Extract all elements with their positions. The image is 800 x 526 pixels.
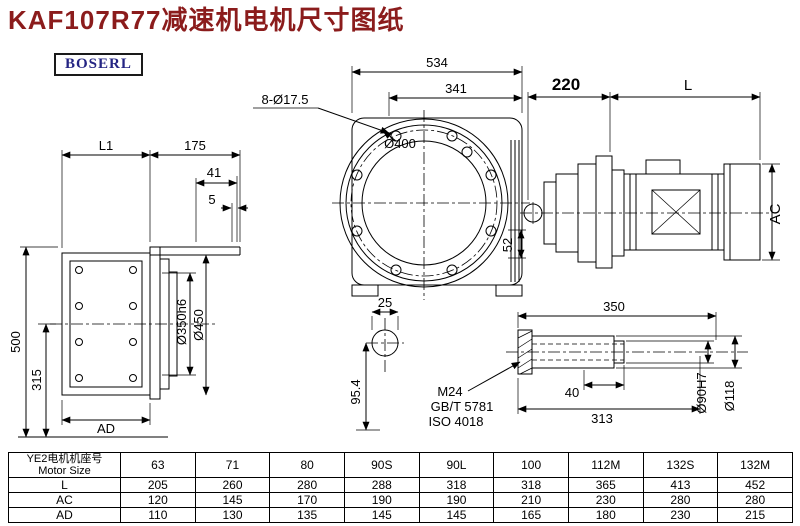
cell: 130 xyxy=(194,507,271,524)
dim-AC-label: AC xyxy=(767,203,784,224)
dim-L-label: L xyxy=(684,77,692,94)
dim-d90H7-label: Ø90H7 xyxy=(694,372,709,413)
dim-175-label: 175 xyxy=(184,138,206,153)
dim-313-label: 313 xyxy=(591,411,613,426)
motor-side-view: 220 L AC xyxy=(520,75,784,269)
dim-AD-label: AD xyxy=(97,421,115,436)
table-row-AD: AD 110 130 135 145 145 165 180 230 215 xyxy=(8,507,793,524)
col-header: 112M xyxy=(567,451,644,479)
output-flange xyxy=(149,246,161,400)
cell: 120 xyxy=(120,492,196,509)
dim-25-label: 25 xyxy=(378,295,392,310)
cell: 230 xyxy=(567,492,644,509)
cell: 318 xyxy=(493,477,569,494)
cell: 365 xyxy=(567,477,644,494)
cell: 165 xyxy=(493,507,569,524)
cell: 180 xyxy=(567,507,644,524)
housing-outline xyxy=(351,117,523,286)
dim-d400-label: Ø400 xyxy=(384,136,416,151)
col-header: 132M xyxy=(717,451,793,479)
dim-534-label: 534 xyxy=(426,55,448,70)
motor-size-label-en: Motor Size xyxy=(38,465,91,478)
fan-cover xyxy=(723,163,761,261)
front-view: 534 341 8-Ø17.5 Ø400 52 25 95.4 M24 GB/T… xyxy=(253,55,530,431)
cell: 145 xyxy=(418,507,495,524)
cell: 110 xyxy=(120,507,196,524)
technical-drawing: L1 175 41 5 500 315 AD Ø350h6 Ø450 xyxy=(8,55,784,438)
row-label: AD xyxy=(8,507,121,524)
col-header: 100 xyxy=(493,451,569,479)
cell: 205 xyxy=(120,477,196,494)
label-M24: M24 xyxy=(437,384,462,399)
cell: 215 xyxy=(717,507,793,524)
dim-d118-label: Ø118 xyxy=(722,381,737,412)
dim-d450-label: Ø450 xyxy=(191,309,206,341)
dim-95-4-label: 95.4 xyxy=(348,379,363,404)
table-row-L: L 205 260 280 288 318 318 365 413 452 xyxy=(8,477,793,494)
label-gbt-5781: GB/T 5781 xyxy=(431,399,494,414)
dim-500-label: 500 xyxy=(8,331,23,353)
dim-bolt-holes-label: 8-Ø17.5 xyxy=(262,92,309,107)
motor-size-label-cn: YE2电机机座号 xyxy=(26,453,103,465)
table-header-row: YE2电机机座号 Motor Size 63 71 80 90S 90L 100… xyxy=(8,451,793,479)
cell: 413 xyxy=(642,477,719,494)
motor-body xyxy=(623,173,725,251)
cell: 230 xyxy=(642,507,719,524)
dim-5-label: 5 xyxy=(208,192,215,207)
dim-52-label: 52 xyxy=(500,238,515,252)
hollow-shaft-detail: 350 40 313 Ø90H7 Ø118 xyxy=(506,299,748,426)
dim-350-label: 350 xyxy=(603,299,625,314)
dim-41-label: 41 xyxy=(207,165,221,180)
cell: 280 xyxy=(269,477,345,494)
cell: 210 xyxy=(493,492,569,509)
brand-logo: BOSERL xyxy=(54,53,143,76)
col-header: 90S xyxy=(343,451,420,479)
motor-flange xyxy=(595,155,613,269)
dim-L1-label: L1 xyxy=(99,138,113,153)
cell: 145 xyxy=(194,492,271,509)
cell: 288 xyxy=(343,477,420,494)
col-header: 63 xyxy=(120,451,196,479)
table-header-motor-size: YE2电机机座号 Motor Size xyxy=(8,451,121,479)
left-side-view: L1 175 41 5 500 315 AD Ø350h6 Ø450 xyxy=(8,138,248,438)
cell: 135 xyxy=(269,507,345,524)
cell: 280 xyxy=(717,492,793,509)
row-label: AC xyxy=(8,492,121,509)
cell: 260 xyxy=(194,477,271,494)
cell: 190 xyxy=(343,492,420,509)
table-row-AC: AC 120 145 170 190 190 210 230 280 280 xyxy=(8,492,793,509)
dim-d350h6-label: Ø350h6 xyxy=(174,299,189,345)
label-iso-4018: ISO 4018 xyxy=(429,414,484,429)
col-header: 80 xyxy=(269,451,345,479)
page-title: KAF107R77减速机电机尺寸图纸 xyxy=(8,5,405,35)
dim-220-label: 220 xyxy=(552,75,580,94)
col-header: 90L xyxy=(418,451,495,479)
dim-315-label: 315 xyxy=(29,369,44,391)
cell: 452 xyxy=(717,477,793,494)
cell: 170 xyxy=(269,492,345,509)
cell: 318 xyxy=(418,477,495,494)
col-header: 71 xyxy=(194,451,271,479)
cell: 145 xyxy=(343,507,420,524)
dim-341-label: 341 xyxy=(445,81,467,96)
row-label: L xyxy=(8,477,121,494)
col-header: 132S xyxy=(642,451,719,479)
motor-dimension-table: YE2电机机座号 Motor Size 63 71 80 90S 90L 100… xyxy=(8,451,793,524)
cell: 280 xyxy=(642,492,719,509)
dim-40-label: 40 xyxy=(565,385,579,400)
cell: 190 xyxy=(418,492,495,509)
